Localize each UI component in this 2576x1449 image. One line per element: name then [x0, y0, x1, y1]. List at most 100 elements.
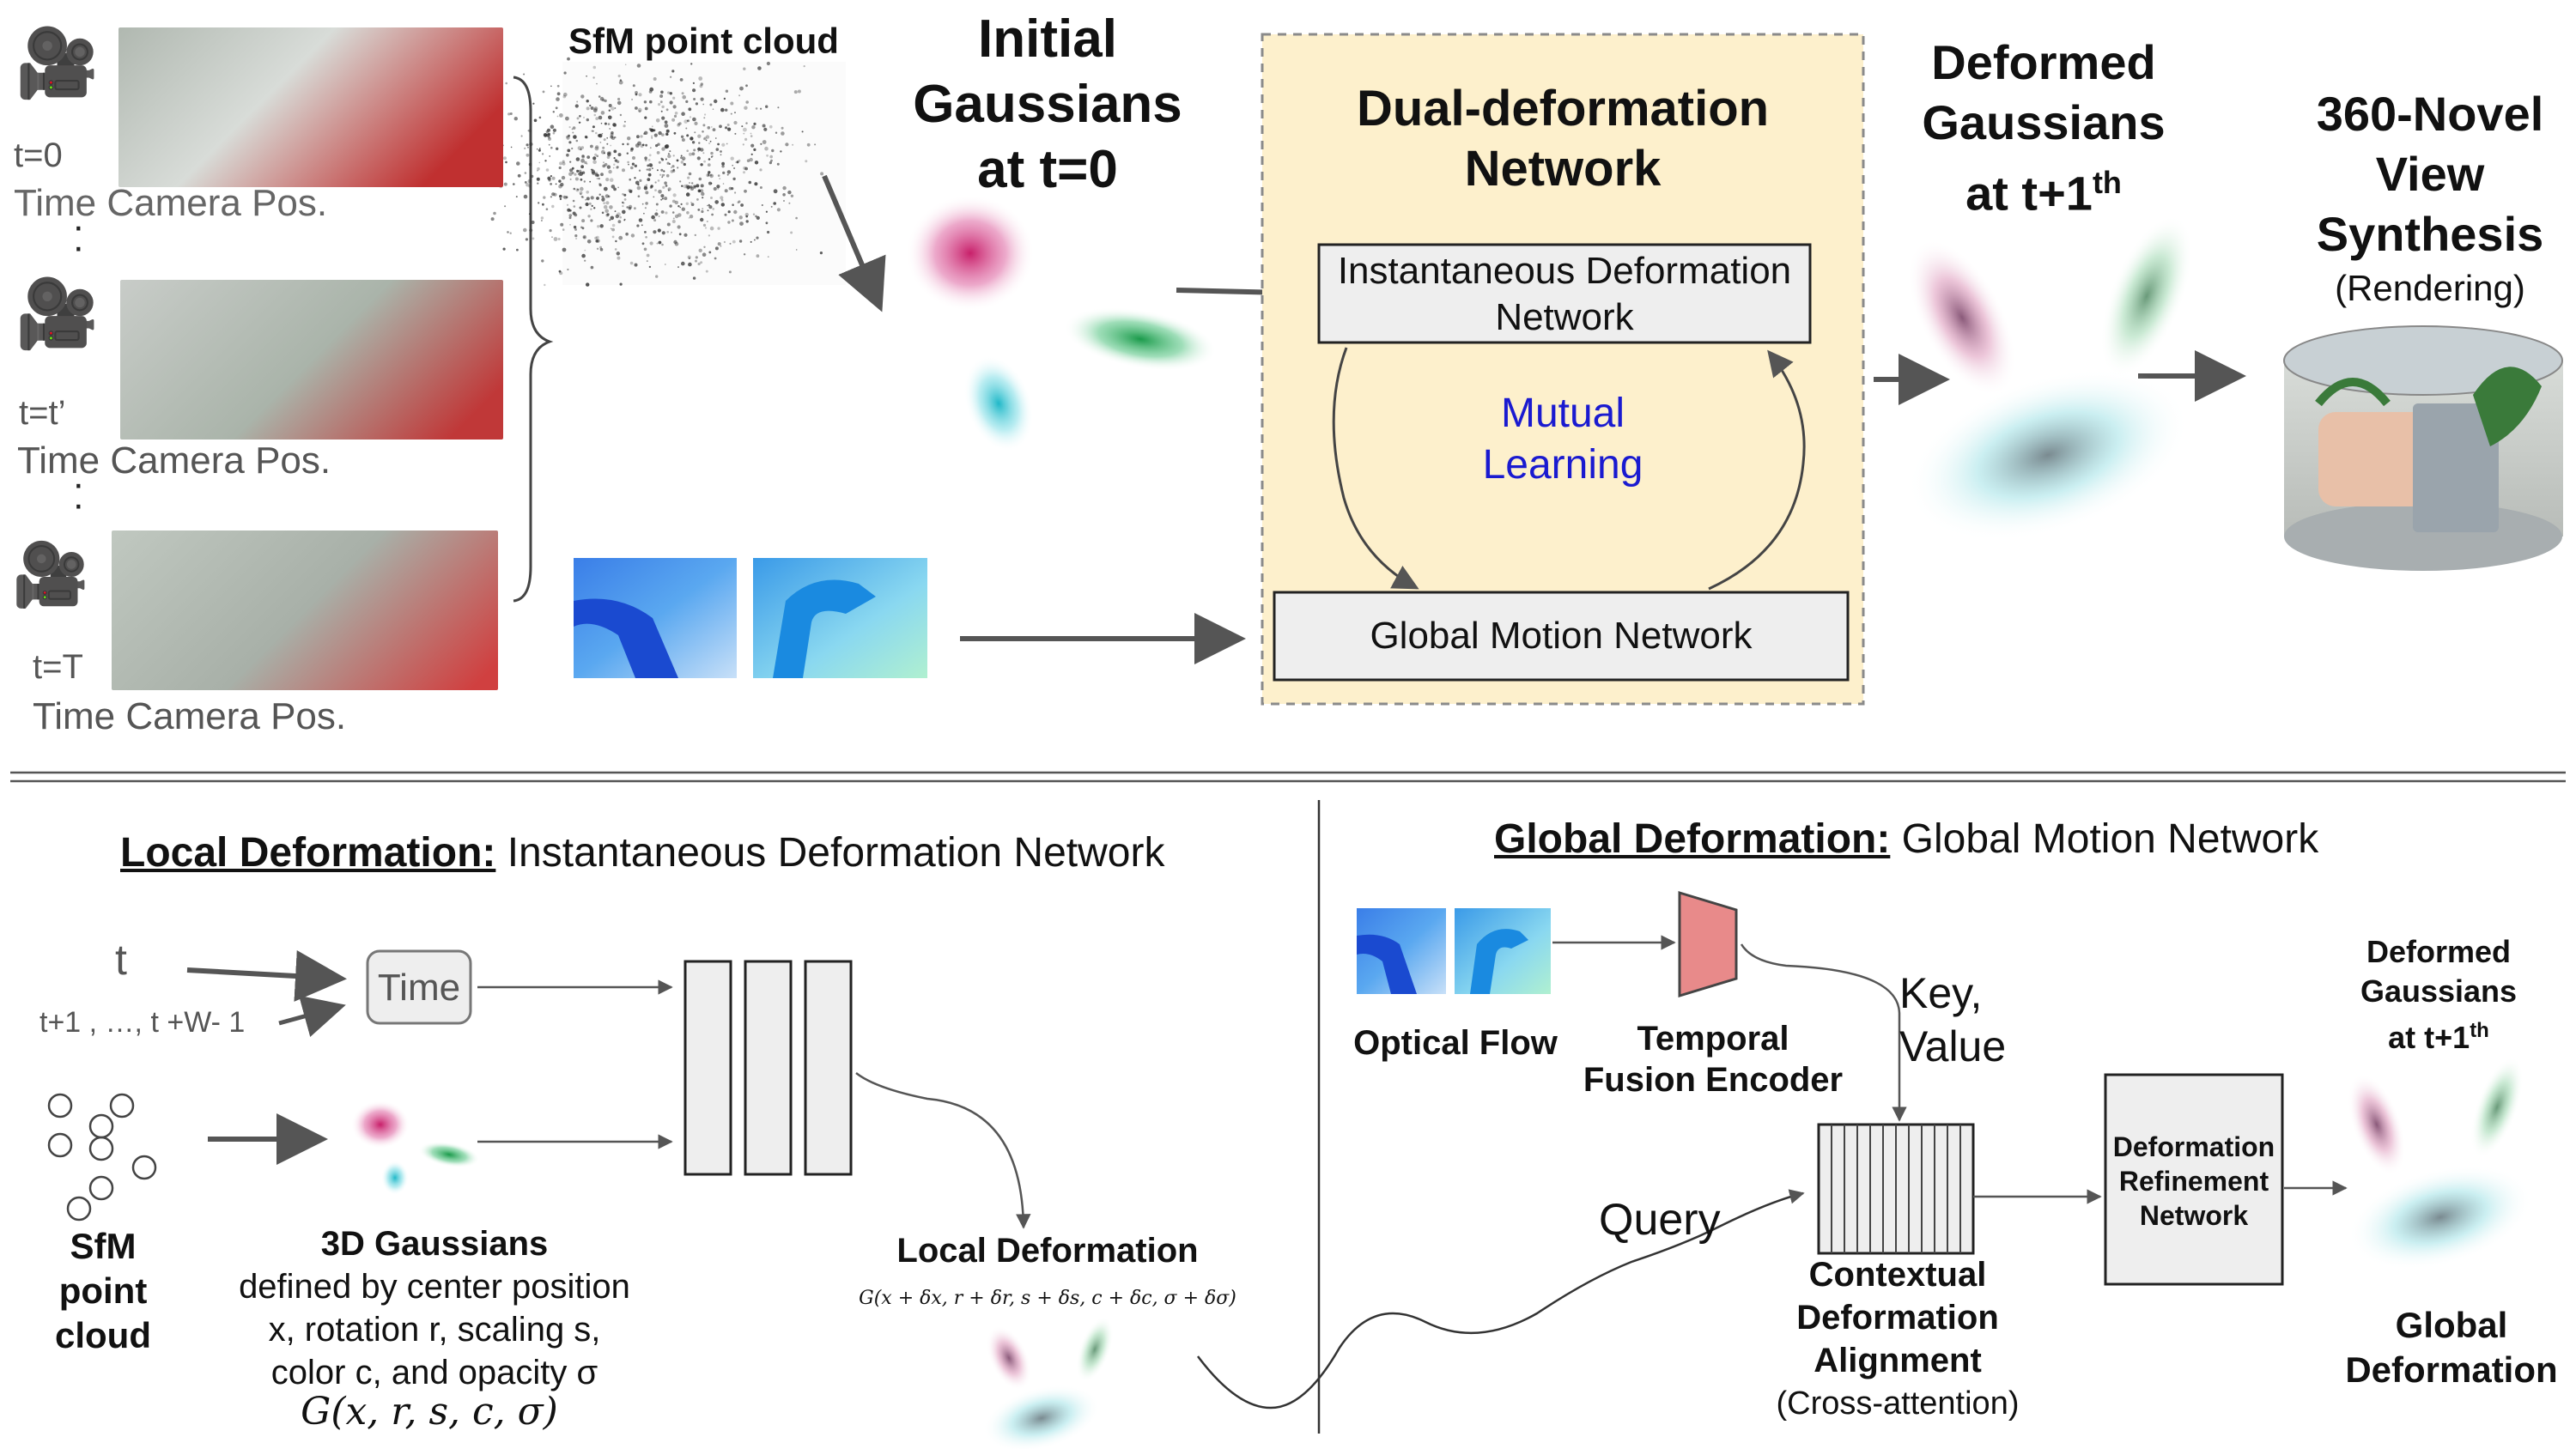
- sfm-point: [707, 209, 709, 212]
- sfm-point: [504, 205, 507, 208]
- sfm-point: [559, 161, 563, 166]
- sfm-point: [616, 160, 620, 164]
- sfm-point: [598, 95, 601, 98]
- sfm-point: [695, 102, 699, 106]
- sfm-point: [714, 246, 719, 251]
- sfm-point: [720, 196, 724, 200]
- sfm-point: [660, 90, 664, 94]
- sfm-point: [681, 138, 685, 142]
- sfm-point: [680, 156, 683, 160]
- sfm-point: [681, 92, 684, 95]
- sfm-point: [665, 144, 670, 149]
- sfm-point: [781, 131, 785, 136]
- sfm-point: [558, 179, 562, 183]
- sfm-point: [692, 276, 696, 280]
- gaussian-green: [1064, 307, 1217, 371]
- sfm-point: [694, 233, 696, 237]
- sfm-point: [543, 133, 548, 137]
- sfm-point: [659, 94, 664, 98]
- frame-image-tprime: [120, 280, 503, 440]
- sfm-point: [611, 106, 615, 111]
- sfm-point: [527, 146, 529, 149]
- sfm-point: [752, 213, 756, 215]
- sfm-point: [608, 169, 612, 174]
- gaussian-magenta: [351, 1100, 410, 1149]
- sfm-point: [782, 193, 786, 197]
- sfm-point: [685, 202, 689, 205]
- sfm-point: [590, 208, 592, 210]
- sfm-point: [656, 151, 660, 155]
- sfm-point: [563, 92, 568, 97]
- sfm-point: [606, 213, 610, 216]
- sfm-point: [632, 156, 635, 160]
- sfm-point: [583, 117, 585, 118]
- sfm-point: [702, 252, 707, 258]
- sfm-point: [667, 154, 671, 159]
- sfm-point: [683, 184, 688, 189]
- sfm-point: [655, 209, 658, 211]
- sfm-point: [578, 121, 581, 124]
- sfm-point: [594, 153, 598, 156]
- sfm-point: [713, 186, 717, 191]
- camera-caption-t0: Time Camera Pos.: [14, 182, 328, 224]
- t-label: t: [115, 936, 127, 984]
- sfm-point: [767, 256, 769, 258]
- sfm-point: [563, 71, 567, 75]
- sfm-point: [660, 110, 663, 112]
- sfm-point: [593, 207, 596, 209]
- sfm-point: [673, 239, 677, 245]
- sfm-point: [586, 118, 589, 122]
- sfm-point: [726, 173, 729, 176]
- sfm-point: [548, 136, 550, 139]
- sfm-point: [584, 259, 586, 262]
- sfm-point: [787, 190, 792, 195]
- sfm-point: [599, 246, 602, 249]
- sfm-point: [592, 65, 597, 70]
- sfm-point: [585, 202, 589, 207]
- sfm-point: [640, 135, 643, 138]
- sfm-point: [674, 214, 679, 219]
- sfm-point: [580, 226, 583, 229]
- sfm-point: [688, 217, 690, 219]
- sfm-point: [643, 100, 647, 104]
- sfm-point: [660, 198, 663, 201]
- sfm-point: [598, 177, 600, 180]
- rendering-caption: (Rendering): [2335, 268, 2525, 308]
- sfm-point: [607, 123, 611, 125]
- sfm-point: [661, 231, 665, 235]
- sfm-point: [611, 131, 614, 135]
- sfm-point: [608, 104, 612, 107]
- sfm-point: [658, 190, 662, 194]
- sfm-point: [619, 215, 622, 219]
- sfm-point: [660, 194, 665, 198]
- sfm-point: [697, 134, 702, 138]
- sfm-point: [592, 125, 595, 129]
- sfm-point: [755, 215, 757, 218]
- sfm-point: [523, 227, 527, 233]
- sfm-point: [624, 64, 627, 66]
- sfm-point: [612, 123, 617, 127]
- sfm-point: [734, 112, 736, 114]
- sfm-point: [635, 106, 638, 110]
- sfm-point: [678, 233, 682, 236]
- sfm-point: [568, 141, 572, 144]
- cross-attention-block: [1817, 1123, 1975, 1255]
- sfm-point-circle: [47, 1132, 73, 1158]
- sfm-point: [793, 90, 798, 94]
- sfm-point: [627, 161, 629, 164]
- sfm-point: [555, 106, 558, 110]
- sfm-point: [590, 144, 593, 149]
- sfm-point: [697, 147, 702, 151]
- sfm-point: [661, 243, 664, 246]
- sfm-point: [644, 156, 647, 160]
- sfm-point: [580, 158, 585, 163]
- movie-camera-icon: 🎥: [15, 25, 100, 100]
- gaussian-cyan: [963, 355, 1034, 452]
- sfm-point: [660, 168, 664, 172]
- sfm-point: [585, 199, 586, 201]
- sfm-point: [644, 106, 648, 111]
- sfm-point: [549, 229, 552, 233]
- sfm-point: [707, 126, 711, 130]
- sfm-point: [671, 167, 672, 169]
- sfm-point: [547, 136, 552, 141]
